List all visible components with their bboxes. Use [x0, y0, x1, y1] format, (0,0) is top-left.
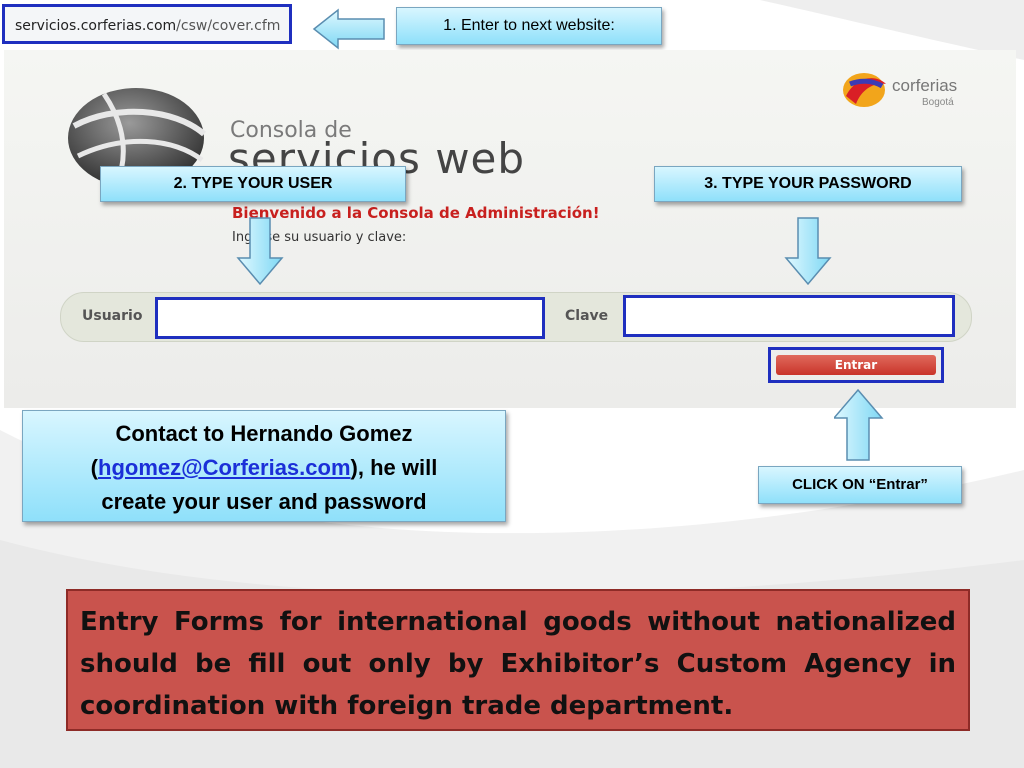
brand-city: Bogotá: [922, 97, 954, 108]
step1-label: 1. Enter to next website:: [443, 17, 615, 34]
contact-line3: create your user and password: [101, 489, 427, 514]
down-arrow-icon: [784, 217, 832, 286]
url-text: servicios.corferias.com/csw/cover.cfm: [15, 18, 280, 34]
corferias-logo-icon: [843, 73, 886, 107]
contact-line2-rest: ), he will: [350, 455, 438, 480]
welcome-message: Bienvenido a la Consola de Administració…: [232, 204, 600, 222]
url-path: /csw/cover.cfm: [176, 18, 281, 34]
url-bar[interactable]: servicios.corferias.com/csw/cover.cfm: [2, 4, 292, 44]
entry-forms-note: Entry Forms for international goods with…: [66, 589, 970, 731]
entrar-button-frame: Entrar: [768, 347, 944, 383]
login-instructions: Ingrese su usuario y clave:: [232, 230, 407, 245]
step3-label: 3. TYPE YOUR PASSWORD: [704, 175, 912, 192]
left-arrow-icon: [312, 8, 385, 50]
contact-line1: Contact to Hernando Gomez: [115, 421, 413, 446]
password-input[interactable]: [626, 298, 952, 334]
password-label: Clave: [565, 308, 609, 324]
user-label: Usuario: [82, 308, 143, 324]
globe-logo-icon: [68, 88, 206, 188]
brand-name: corferias: [892, 76, 958, 95]
contact-email-link[interactable]: hgomez@Corferias.com: [98, 455, 351, 480]
entrar-button[interactable]: Entrar: [776, 355, 936, 375]
password-field-frame: [623, 295, 955, 337]
step4-label: CLICK ON “Entrar”: [792, 476, 928, 493]
up-arrow-icon: [834, 388, 884, 461]
user-field-frame: [155, 297, 545, 339]
console-title-line1: Consola de: [230, 118, 352, 143]
contact-open-paren: (: [90, 455, 98, 480]
contact-callout: Contact to Hernando Gomez (hgomez@Corfer…: [22, 410, 506, 522]
contact-line2: (hgomez@Corferias.com), he will: [23, 451, 505, 485]
step2-label: 2. TYPE YOUR USER: [173, 175, 333, 192]
step2-callout: 2. TYPE YOUR USER: [100, 166, 406, 202]
step4-callout: CLICK ON “Entrar”: [758, 466, 962, 504]
user-input[interactable]: [158, 300, 542, 336]
url-domain: servicios.corferias.com: [15, 18, 177, 34]
step3-callout: 3. TYPE YOUR PASSWORD: [654, 166, 962, 202]
step1-callout: 1. Enter to next website:: [396, 7, 662, 45]
down-arrow-icon: [236, 217, 284, 286]
